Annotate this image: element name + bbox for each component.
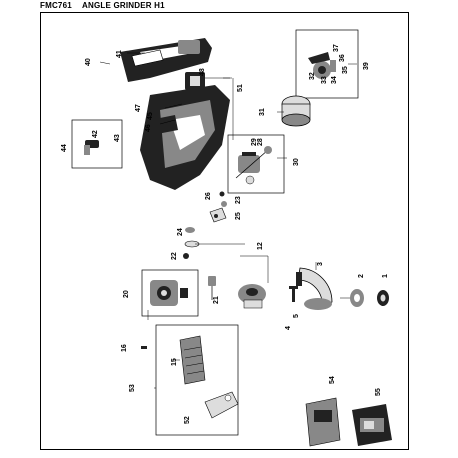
diagram-header: FMC761 ANGLE GRINDER H1 (40, 1, 173, 10)
box-20 (141, 269, 199, 317)
callout-24: 24 (177, 228, 184, 236)
callout-39: 39 (363, 62, 370, 70)
callout-46: 46 (145, 124, 152, 132)
small-screw-part (141, 346, 147, 349)
callout-44: 44 (61, 144, 68, 152)
callout-53: 53 (129, 384, 136, 392)
callout-43: 43 (114, 134, 121, 142)
armature-part (235, 146, 272, 185)
battery-part (352, 404, 392, 446)
wheel-guard-part (296, 267, 333, 310)
callout-5: 5 (293, 314, 300, 318)
callout-29: 29 (251, 138, 258, 146)
callout-45: 45 (147, 112, 154, 120)
callout-51: 51 (237, 84, 244, 92)
brush-ring (281, 95, 311, 127)
callout-33: 33 (321, 76, 328, 84)
callout-41: 41 (116, 50, 123, 58)
callout-31: 31 (259, 108, 266, 116)
callout-2: 2 (358, 274, 365, 278)
callout-23: 23 (235, 196, 242, 204)
side-handle-part (179, 335, 206, 385)
model-number: FMC761 (40, 1, 72, 10)
callout-55: 55 (375, 388, 382, 396)
housing-label-sticker (131, 49, 164, 67)
charger-part (305, 397, 341, 447)
gear-assembly-part (238, 284, 266, 309)
gear-case-part (308, 52, 336, 79)
callout-numbers: 40 41 48 51 47 45 46 42 43 44 37 36 35 3… (61, 44, 389, 424)
screw-part (289, 286, 298, 302)
callout-47: 47 (135, 104, 142, 112)
callout-22: 22 (171, 252, 178, 260)
outer-flange-part (377, 290, 389, 306)
callout-3: 3 (317, 262, 324, 266)
callout-25: 25 (235, 212, 242, 220)
callout-34: 34 (331, 76, 338, 84)
callout-15: 15 (171, 358, 178, 366)
diagram-title: ANGLE GRINDER H1 (82, 1, 165, 10)
callout-30: 30 (293, 158, 300, 166)
callout-36: 36 (339, 54, 346, 62)
box-53 (155, 324, 239, 436)
callout-28: 28 (257, 138, 264, 146)
callout-35: 35 (342, 66, 349, 74)
inner-flange-part (350, 289, 364, 307)
spindle-lock-part (208, 276, 216, 300)
gear-housing-part (150, 280, 188, 306)
callout-40: 40 (85, 58, 92, 66)
motor-housing-assembly (120, 38, 230, 190)
callout-42: 42 (92, 130, 99, 138)
callout-1: 1 (382, 274, 389, 278)
callout-16: 16 (121, 344, 128, 352)
callout-52: 52 (184, 416, 191, 424)
callout-12: 12 (257, 242, 264, 250)
callout-4: 4 (285, 326, 292, 330)
callout-32: 32 (309, 72, 316, 80)
box-30 (227, 134, 285, 194)
callout-54: 54 (329, 376, 336, 384)
box-44 (71, 119, 123, 169)
box-39 (295, 29, 359, 99)
callout-48: 48 (199, 68, 206, 76)
callout-26: 26 (205, 192, 212, 200)
spanner-part (204, 391, 239, 419)
diagram-frame (40, 12, 409, 450)
small-parts-column (183, 191, 245, 259)
callout-21: 21 (213, 296, 220, 304)
switch-part (84, 140, 99, 155)
callout-20: 20 (123, 290, 130, 298)
callout-37: 37 (333, 44, 340, 52)
leader-lines (99, 52, 357, 389)
